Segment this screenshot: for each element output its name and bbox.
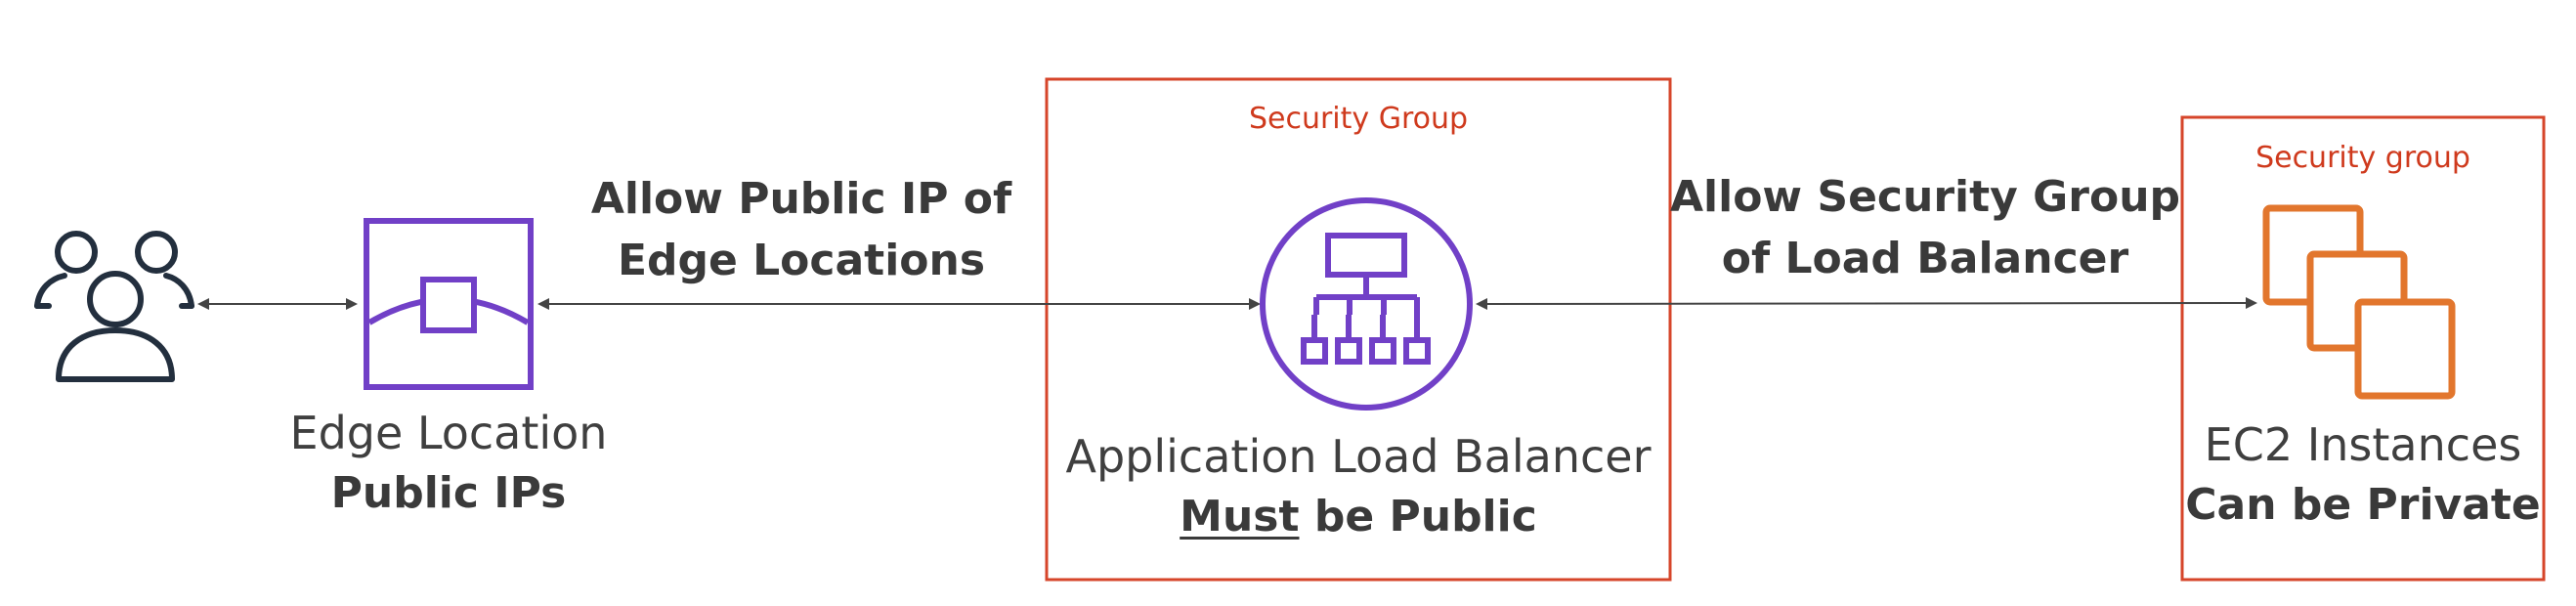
ec2-instances-icon xyxy=(2262,204,2456,400)
alb-caption: Application Load Balancer Must be Public xyxy=(1047,426,1670,547)
edge-location-caption: Edge Location Public IPs xyxy=(253,403,644,524)
ec2-security-group-box xyxy=(2180,115,2546,582)
alb-subtitle-rest: be Public xyxy=(1299,492,1537,541)
alb-security-group-box xyxy=(1045,77,1672,582)
alb-security-group-label: Security Group xyxy=(1248,102,1469,136)
arrow-alb-ec2 xyxy=(1476,297,2257,310)
alb-to-ec2-label: Allow Security Group of Load Balancer xyxy=(1661,166,2189,289)
edge-to-alb-label: Allow Public IP of Edge Locations xyxy=(547,168,1055,291)
edge-location-title: Edge Location xyxy=(289,407,608,459)
alb-subtitle-emphasis: Must xyxy=(1180,492,1300,541)
alb-subtitle: Must be Public xyxy=(1047,487,1670,547)
edge-to-alb-label-line2: Edge Locations xyxy=(617,236,986,285)
users-icon xyxy=(34,231,194,382)
application-load-balancer-icon xyxy=(1260,197,1473,411)
edge-location-icon xyxy=(364,218,534,390)
edge-to-alb-label-line1: Allow Public IP of xyxy=(590,174,1012,224)
alb-to-ec2-label-line1: Allow Security Group xyxy=(1669,172,2181,222)
ec2-title: EC2 Instances xyxy=(2204,418,2522,471)
alb-title: Application Load Balancer xyxy=(1065,430,1652,483)
alb-to-ec2-label-line2: of Load Balancer xyxy=(1721,234,2129,283)
edge-location-subtitle: Public IPs xyxy=(330,468,567,518)
ec2-subtitle: Can be Private xyxy=(2185,480,2541,530)
ec2-caption: EC2 Instances Can be Private xyxy=(2182,414,2544,536)
ec2-security-group-label: Security group xyxy=(2255,141,2470,175)
